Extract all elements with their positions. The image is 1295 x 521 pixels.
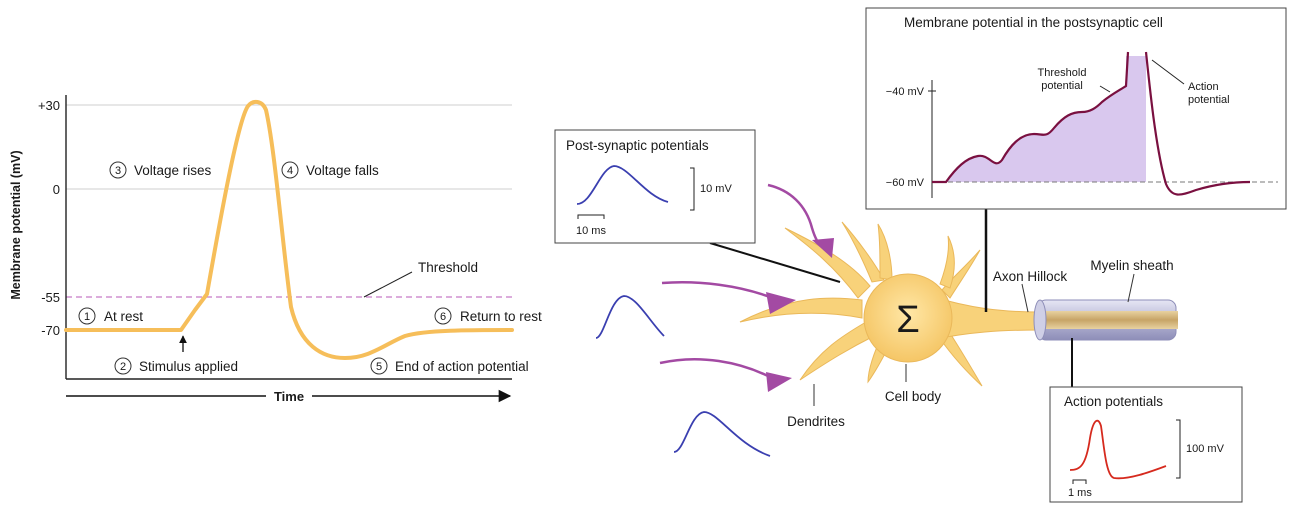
stage-5-label: End of action potential	[395, 359, 529, 374]
input-fiber-3	[659, 357, 771, 379]
ytick-minus70: -70	[41, 323, 60, 338]
sigma-symbol: Σ	[896, 299, 920, 341]
y-axis-label: Membrane potential (mV)	[9, 150, 23, 299]
membrane-fill	[932, 56, 1146, 182]
connector-postsynaptic	[709, 242, 841, 283]
ytick-minus55: -55	[41, 290, 60, 305]
stage-1-number: 1	[84, 311, 90, 323]
action-title: Action potentials	[1064, 394, 1163, 409]
stage-2-number: 2	[120, 361, 126, 373]
stage-6-number: 6	[440, 311, 446, 323]
ytick-plus30: +30	[38, 98, 60, 113]
action-scale-y-label: 100 mV	[1186, 443, 1225, 455]
stage-3-marker	[109, 161, 127, 179]
threshold-potential-label-1: Threshold	[1038, 67, 1087, 79]
stage-5-marker	[370, 357, 388, 375]
axon-core	[1036, 311, 1178, 329]
membrane-title: Membrane potential in the postsynaptic c…	[904, 15, 1163, 30]
postsynaptic-scale-x-label: 10 ms	[576, 225, 606, 237]
myelin-pointer	[1127, 273, 1135, 303]
action-wave	[1069, 419, 1167, 480]
threshold-potential-label-2: potential	[1041, 80, 1083, 92]
stage-4-marker	[281, 161, 299, 179]
postsynaptic-scale-x	[577, 214, 605, 219]
stage-4-label: Voltage falls	[306, 163, 379, 178]
synapse-terminal-3	[766, 372, 792, 392]
stage-1-marker	[78, 307, 96, 325]
postsynaptic-scale-y	[690, 167, 695, 211]
postsynaptic-scale-y-label: 10 mV	[700, 183, 732, 195]
membrane-trace	[932, 51, 1251, 196]
stage-6-label: Return to rest	[460, 309, 542, 324]
input-fiber-2	[661, 280, 771, 299]
action-scale-x-label: 1 ms	[1068, 487, 1092, 499]
stage-6-marker	[434, 307, 452, 325]
action-potential-trace	[64, 99, 514, 360]
stage-3-label: Voltage rises	[134, 163, 212, 178]
axon-hillock-label: Axon Hillock	[993, 269, 1068, 284]
x-axis-label: Time	[274, 389, 304, 404]
myelin-end	[1033, 299, 1047, 341]
threshold-pointer	[363, 271, 413, 298]
myelin-label: Myelin sheath	[1090, 258, 1173, 273]
postsynaptic-wave	[576, 165, 669, 205]
synapse-terminal-2	[766, 292, 796, 314]
cell-body	[863, 273, 953, 363]
membrane-potential-box: Membrane potential in the postsynaptic c…	[865, 7, 1287, 210]
stage-1-label: At rest	[104, 309, 143, 324]
action-scale-x	[1072, 479, 1087, 484]
stage-2-marker	[114, 357, 132, 375]
postsynaptic-title: Post-synaptic potentials	[566, 138, 709, 153]
threshold-label: Threshold	[418, 260, 478, 275]
input-wave-1	[595, 295, 665, 339]
action-scale-y	[1176, 419, 1181, 479]
input-wave-2	[673, 411, 771, 457]
time-label-bg	[266, 386, 312, 404]
stage-2-label: Stimulus applied	[139, 359, 238, 374]
action-potential-label-2: potential	[1188, 94, 1230, 106]
dendrites	[739, 221, 983, 387]
membrane-ytick-bottom: −60 mV	[886, 177, 925, 189]
action-potential-label-1: Action	[1188, 81, 1219, 93]
action-potentials-box: Action potentials 100 mV 1 ms	[1049, 386, 1243, 503]
stage-4-number: 4	[287, 165, 293, 177]
axon-hillock-pointer	[1021, 283, 1029, 313]
threshold-potential-pointer	[1099, 85, 1111, 93]
dendrites-label: Dendrites	[787, 414, 845, 429]
input-fiber-1	[767, 183, 823, 248]
membrane-ytick-top: −40 mV	[886, 86, 925, 98]
ytick-0: 0	[53, 182, 60, 197]
synapse-terminal-1	[812, 238, 834, 258]
stage-5-number: 5	[376, 361, 382, 373]
cell-body-label: Cell body	[885, 389, 942, 404]
postsynaptic-box: Post-synaptic potentials 10 mV 10 ms	[554, 129, 756, 244]
action-potential-chart: +30 0 -55 -70 Membrane potential (mV) Th…	[9, 95, 542, 404]
action-potential-pointer	[1151, 59, 1185, 85]
neuron-illustration: Σ Dendrites Cell body Axon Hillock Myeli…	[595, 183, 1178, 457]
stage-3-number: 3	[115, 165, 121, 177]
